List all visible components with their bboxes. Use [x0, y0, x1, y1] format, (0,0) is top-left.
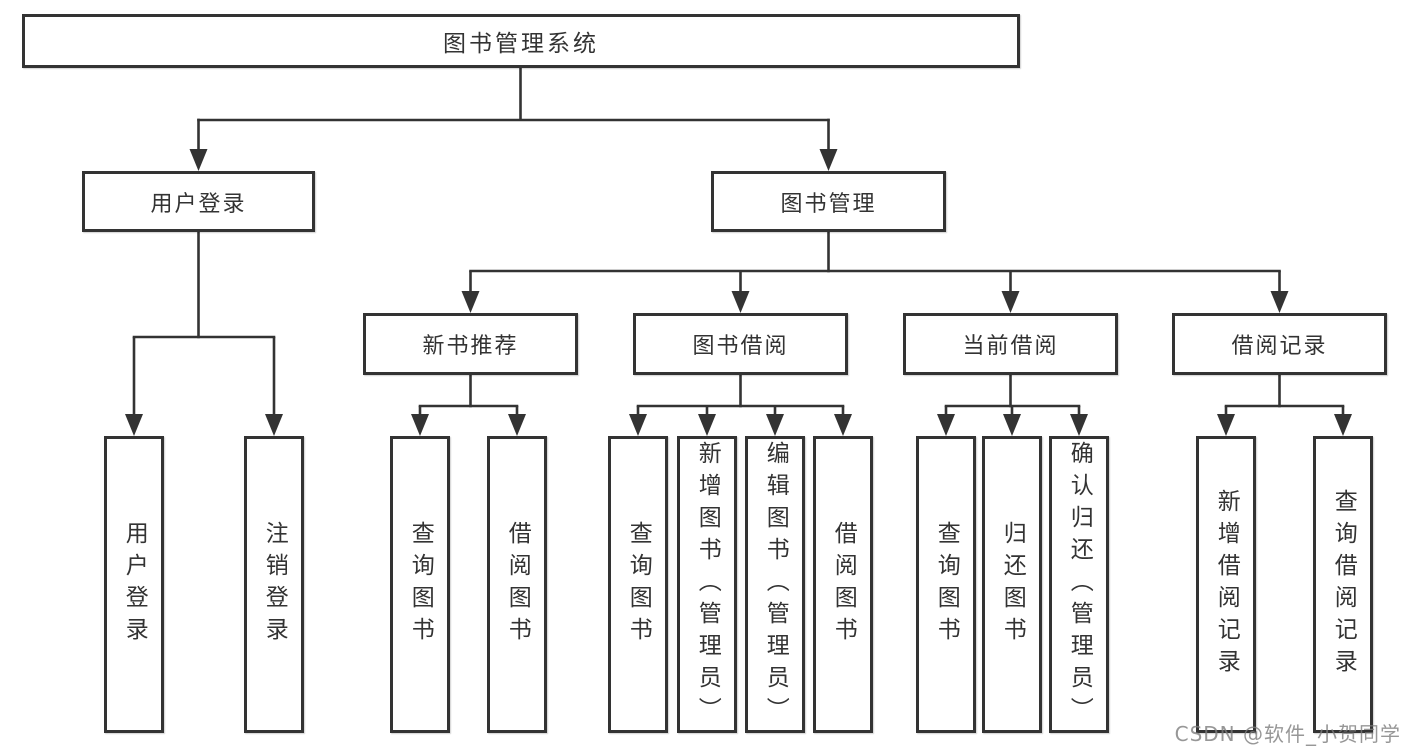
leaf-logout-label: 注销登录: [261, 520, 288, 649]
leaf-borrow-query-books: 查询图书: [608, 436, 668, 733]
leaf-recommend-query-books: 查询图书: [390, 436, 450, 733]
node-current-borrow: 当前借阅: [903, 313, 1118, 375]
leaf-current-return-books-label: 归还图书: [999, 520, 1026, 649]
leaf-current-confirm-return-admin: 确认归还（管理员）: [1049, 436, 1109, 733]
leaf-borrow-edit-books-admin: 编辑图书（管理员）: [745, 436, 805, 733]
node-user-login-label: 用户登录: [150, 191, 247, 217]
leaf-user-login-label: 用户登录: [121, 520, 148, 649]
leaf-recommend-query-books-label: 查询图书: [407, 520, 434, 649]
node-borrow-records: 借阅记录: [1172, 313, 1387, 375]
node-book-borrow: 图书借阅: [633, 313, 848, 375]
leaf-borrow-edit-books-admin-label: 编辑图书（管理员）: [762, 440, 789, 729]
leaf-current-query-books-label: 查询图书: [933, 520, 960, 649]
node-root-library-management-system: 图书管理系统: [22, 14, 1020, 68]
node-user-login: 用户登录: [82, 171, 315, 232]
leaf-logout: 注销登录: [244, 436, 304, 733]
node-new-book-recommend-label: 新书推荐: [422, 334, 519, 359]
node-root-label: 图书管理系统: [443, 31, 599, 57]
leaf-current-query-books: 查询图书: [916, 436, 976, 733]
node-book-management: 图书管理: [711, 171, 946, 232]
leaf-records-add-record-label: 新增借阅记录: [1213, 488, 1240, 681]
leaf-borrow-borrow-books: 借阅图书: [813, 436, 873, 733]
node-book-management-label: 图书管理: [780, 191, 877, 217]
leaf-current-return-books: 归还图书: [982, 436, 1042, 733]
node-new-book-recommend: 新书推荐: [363, 313, 578, 375]
leaf-borrow-query-books-label: 查询图书: [625, 520, 652, 649]
node-current-borrow-label: 当前借阅: [962, 334, 1059, 359]
leaf-current-confirm-return-admin-label: 确认归还（管理员）: [1066, 440, 1093, 729]
leaf-borrow-add-books-admin: 新增图书（管理员）: [677, 436, 737, 733]
csdn-watermark: CSDN @软件_小贺同学: [1174, 722, 1401, 746]
leaf-user-login: 用户登录: [104, 436, 164, 733]
leaf-records-query-record: 查询借阅记录: [1313, 436, 1373, 733]
leaf-records-query-record-label: 查询借阅记录: [1330, 488, 1357, 681]
node-borrow-records-label: 借阅记录: [1231, 334, 1328, 359]
leaf-records-add-record: 新增借阅记录: [1196, 436, 1256, 733]
leaf-recommend-borrow-books-label: 借阅图书: [504, 520, 531, 649]
leaf-recommend-borrow-books: 借阅图书: [487, 436, 547, 733]
node-book-borrow-label: 图书借阅: [692, 334, 789, 359]
leaf-borrow-add-books-admin-label: 新增图书（管理员）: [694, 440, 721, 729]
leaf-borrow-borrow-books-label: 借阅图书: [830, 520, 857, 649]
